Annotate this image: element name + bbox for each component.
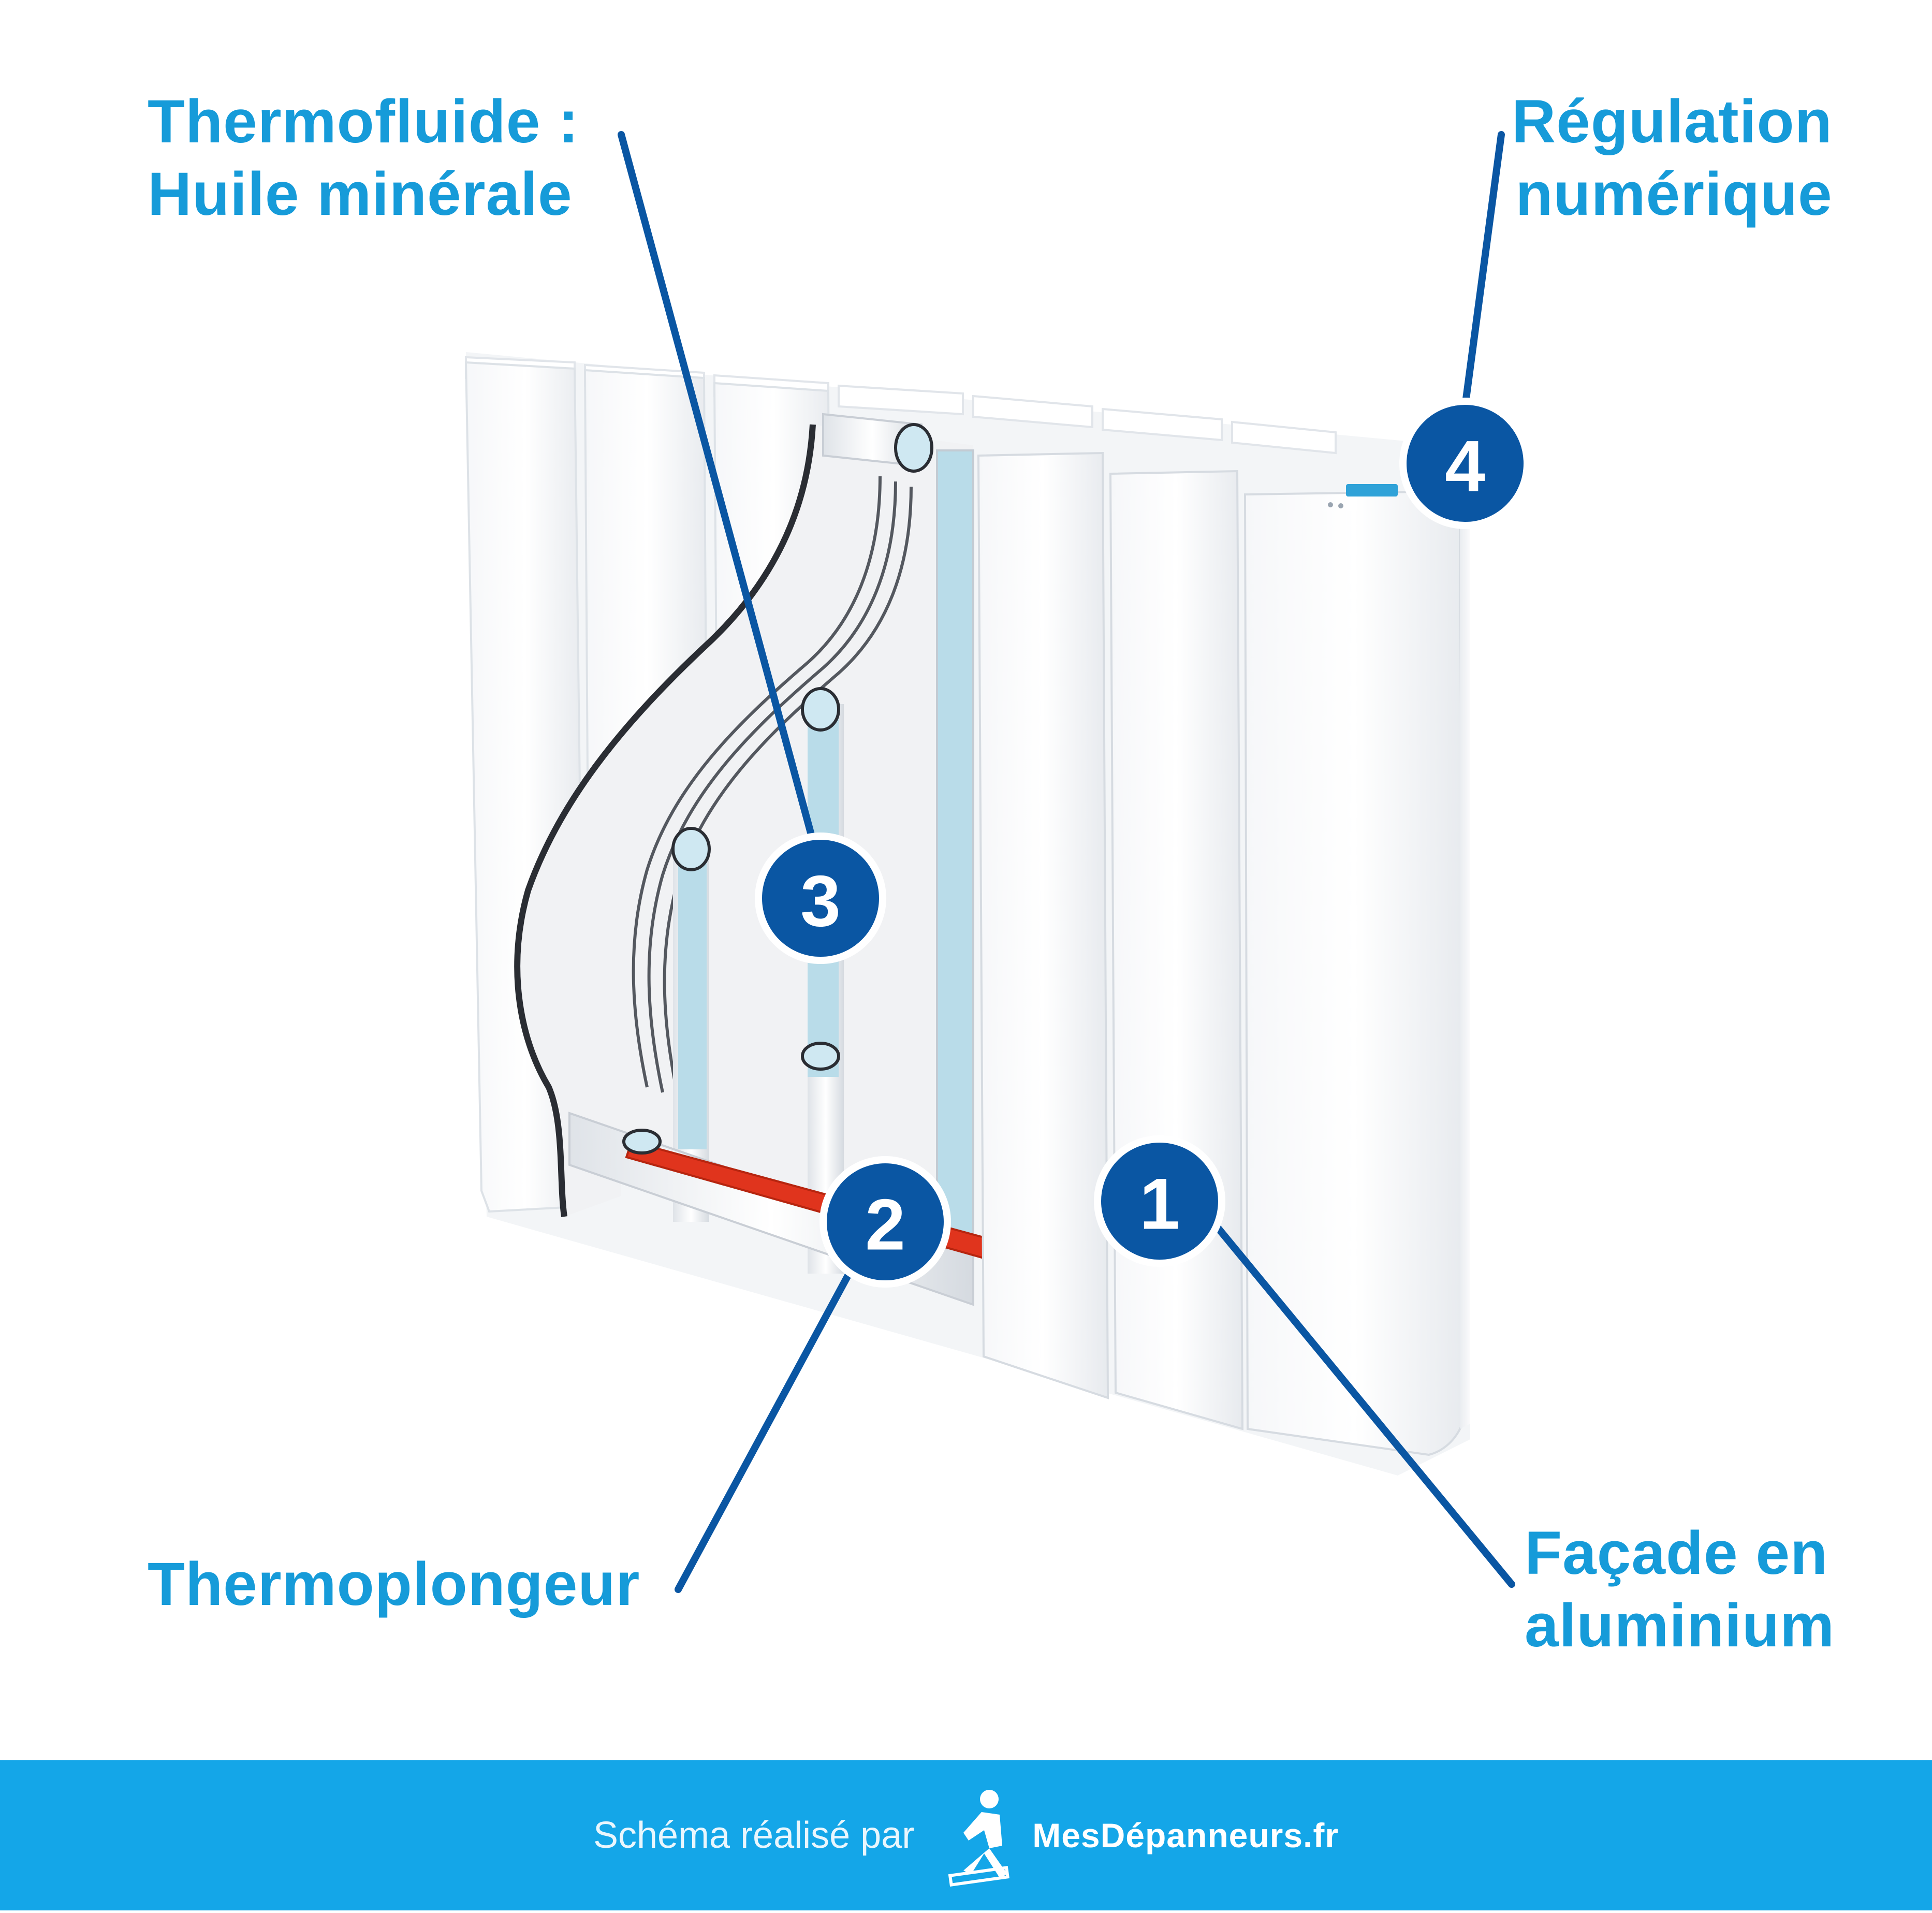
- footer-bar: Schéma réalisé par MesDépanneurs.fr: [0, 1760, 1932, 1910]
- leader-lines: [618, 131, 1515, 1593]
- callout-label-1: Façade en aluminium: [1525, 1517, 1835, 1662]
- callout-label-4-line-2: numérique: [1515, 160, 1833, 228]
- callout-number-3: 3: [800, 860, 841, 942]
- digital-control-display: [1328, 484, 1398, 508]
- repairman-logo-icon: [948, 1790, 1010, 1887]
- leader-line-4: [1456, 131, 1505, 449]
- callout-number-1: 1: [1139, 1163, 1180, 1245]
- callout-number-2: 2: [865, 1184, 905, 1265]
- footer-credit: Schéma réalisé par: [593, 1815, 915, 1856]
- leader-line-1: [1192, 1198, 1515, 1588]
- callout-label-3-line-2: Huile minérale: [148, 160, 573, 228]
- callout-number-4: 4: [1445, 426, 1485, 507]
- callout-badge-1: 1: [1094, 1135, 1225, 1267]
- callout-label-2: Thermoplongeur: [148, 1548, 640, 1620]
- callout-label-3: Thermofluide : Huile minérale: [148, 85, 579, 230]
- callout-label-1-line-1: Façade en: [1525, 1519, 1828, 1587]
- callout-badge-2: 2: [819, 1156, 951, 1288]
- front-fins: [977, 451, 1470, 1456]
- callout-label-4: Régulation numérique: [1512, 85, 1833, 230]
- footer-brand-name: MesDépanneurs.fr: [1032, 1816, 1339, 1854]
- callout-label-1-line-2: aluminium: [1525, 1591, 1835, 1660]
- leader-line-3: [618, 131, 822, 863]
- callout-label-4-line-1: Régulation: [1512, 87, 1833, 156]
- callout-label-2-line-1: Thermoplongeur: [148, 1550, 640, 1618]
- cutaway-section: [514, 424, 973, 1294]
- leader-line-2: [675, 1270, 853, 1593]
- callout-label-3-line-1: Thermofluide :: [148, 87, 579, 156]
- callout-badge-3: 3: [755, 833, 886, 964]
- callout-badge-4: 4: [1399, 398, 1531, 529]
